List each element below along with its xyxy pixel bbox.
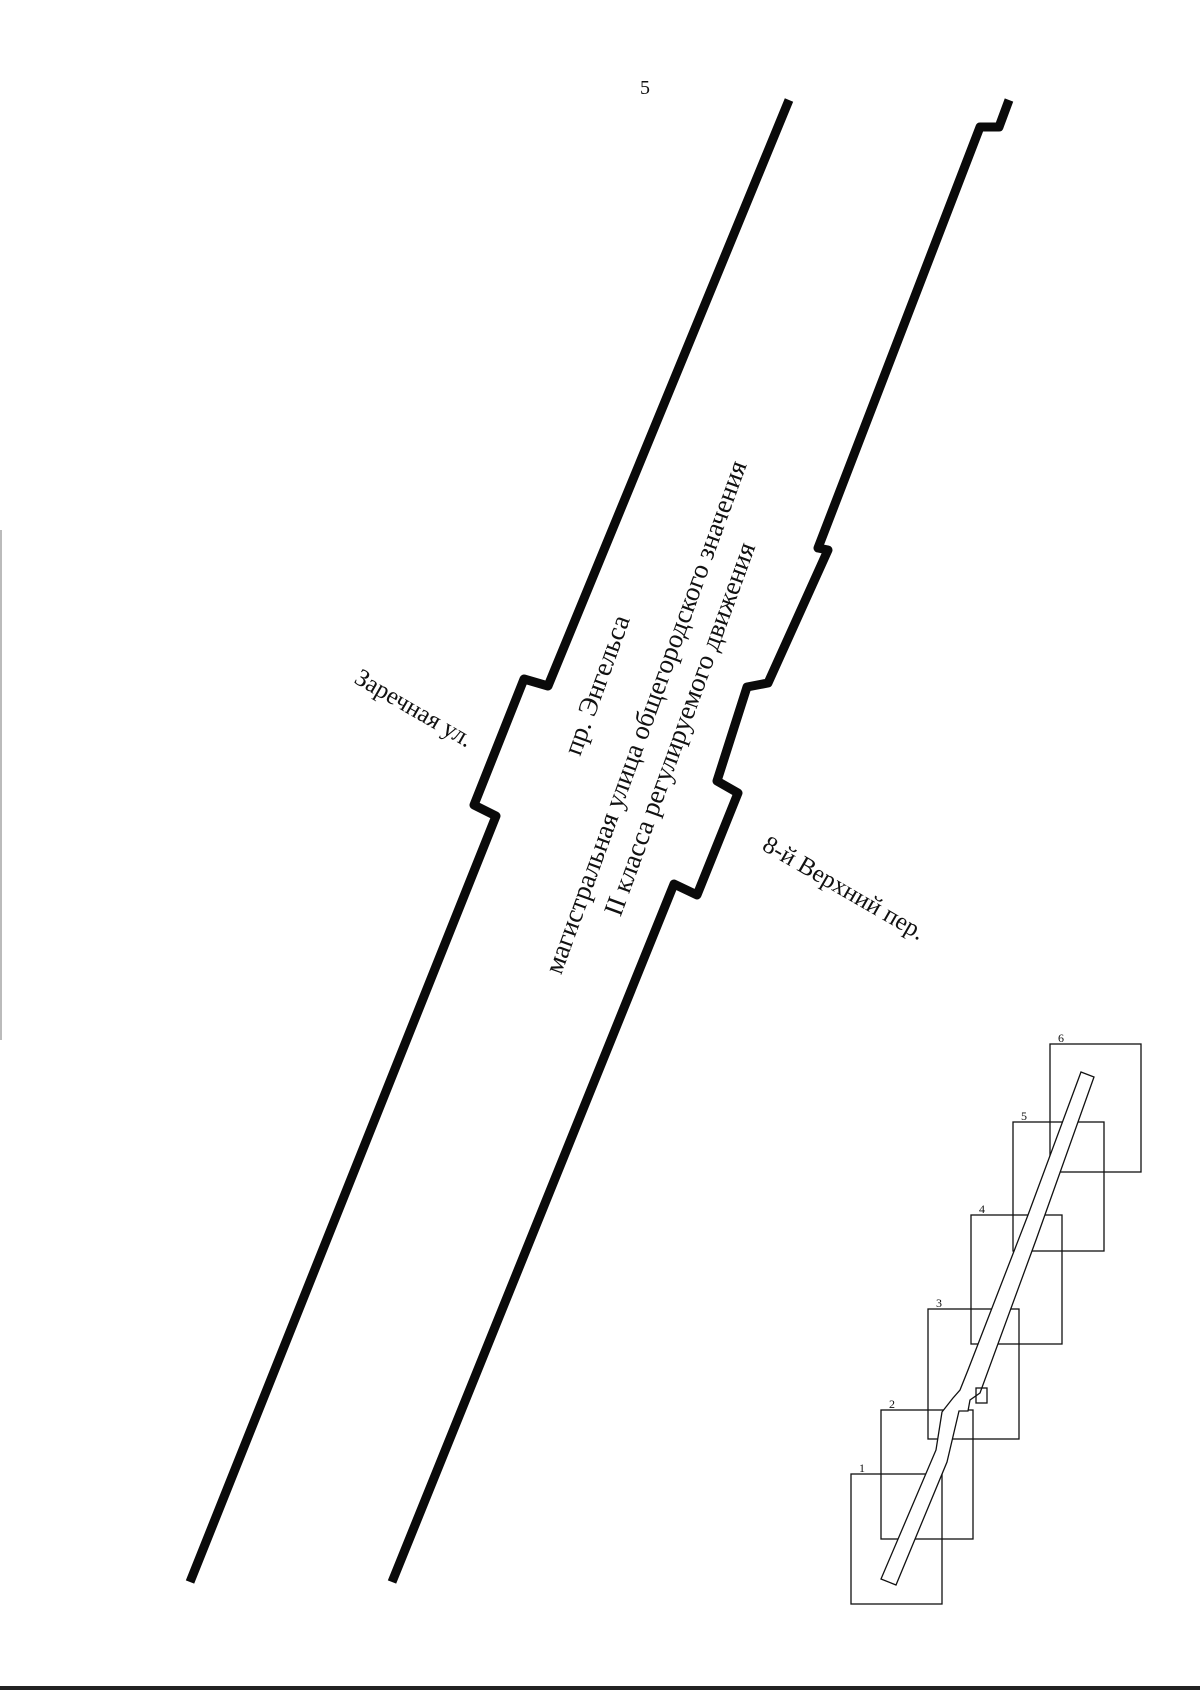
index-road-corridor	[880, 1071, 1095, 1586]
page-number: 5	[640, 77, 650, 99]
index-label-3: 3	[936, 1296, 942, 1310]
index-notch	[975, 1387, 988, 1404]
index-sheet-5-current	[1012, 1121, 1105, 1252]
index-label-6: 6	[1058, 1031, 1064, 1045]
sheet-index-map: 1 2 3 4 5 6	[850, 1031, 1142, 1605]
street-label-zarechnaya: Заречная ул.	[350, 664, 477, 753]
street-label-8-verkhniy: 8-й Верхний пер.	[758, 831, 930, 946]
index-sheet-3	[927, 1308, 1020, 1440]
index-sheet-2	[880, 1409, 974, 1540]
index-sheet-6	[1049, 1043, 1142, 1173]
index-label-2: 2	[889, 1397, 895, 1411]
road-edge-west	[185, 98, 794, 1584]
index-label-4: 4	[979, 1202, 985, 1216]
index-label-5: 5	[1021, 1109, 1027, 1123]
road-edge-east	[387, 98, 1014, 1584]
index-sheet-4	[970, 1214, 1063, 1345]
index-label-1: 1	[859, 1461, 865, 1475]
